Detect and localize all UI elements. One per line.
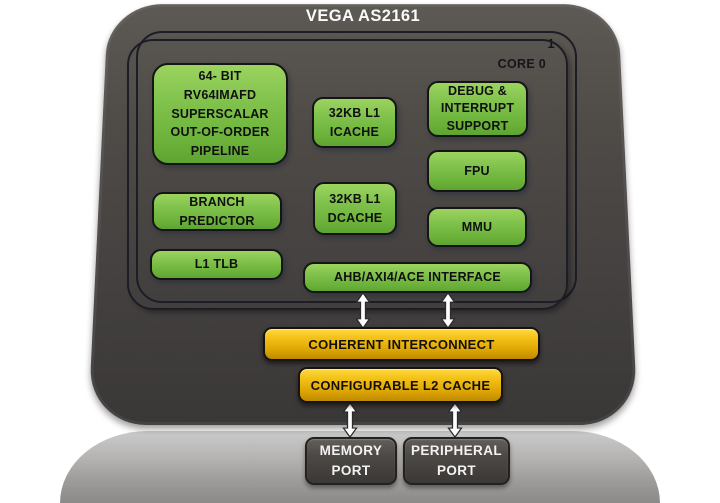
double-arrow-icon — [355, 292, 371, 329]
block-l1-tlb: L1 TLB — [150, 249, 283, 280]
block-fpu: FPU — [427, 150, 527, 192]
block-l2-cache: CONFIGURABLE L2 CACHE — [298, 367, 503, 403]
double-arrow-icon — [440, 292, 456, 329]
block-coherent-interconnect: COHERENT INTERCONNECT — [263, 327, 540, 361]
block-peripheral-port: PERIPHERAL PORT — [403, 437, 510, 485]
block-memory-port: MEMORY PORT — [305, 437, 397, 485]
block-icache: 32KB L1 ICACHE — [312, 97, 397, 148]
double-arrow-icon — [447, 402, 463, 438]
core-cluster-box — [127, 39, 568, 310]
block-mmu: MMU — [427, 207, 527, 247]
block-ahb-axi4-ace-interface: AHB/AXI4/ACE INTERFACE — [303, 262, 532, 293]
block-dcache: 32KB L1 DCACHE — [313, 182, 397, 235]
block-branch-predictor: BRANCH PREDICTOR — [152, 192, 282, 231]
double-arrow-icon — [342, 402, 358, 438]
block-debug-interrupt: DEBUG & INTERRUPT SUPPORT — [427, 81, 528, 137]
chip-title: VEGA AS2161 — [305, 7, 421, 25]
block-pipeline: 64- BIT RV64IMAFD SUPERSCALAR OUT-OF-ORD… — [152, 63, 288, 165]
core-label: CORE 0 — [497, 57, 546, 71]
